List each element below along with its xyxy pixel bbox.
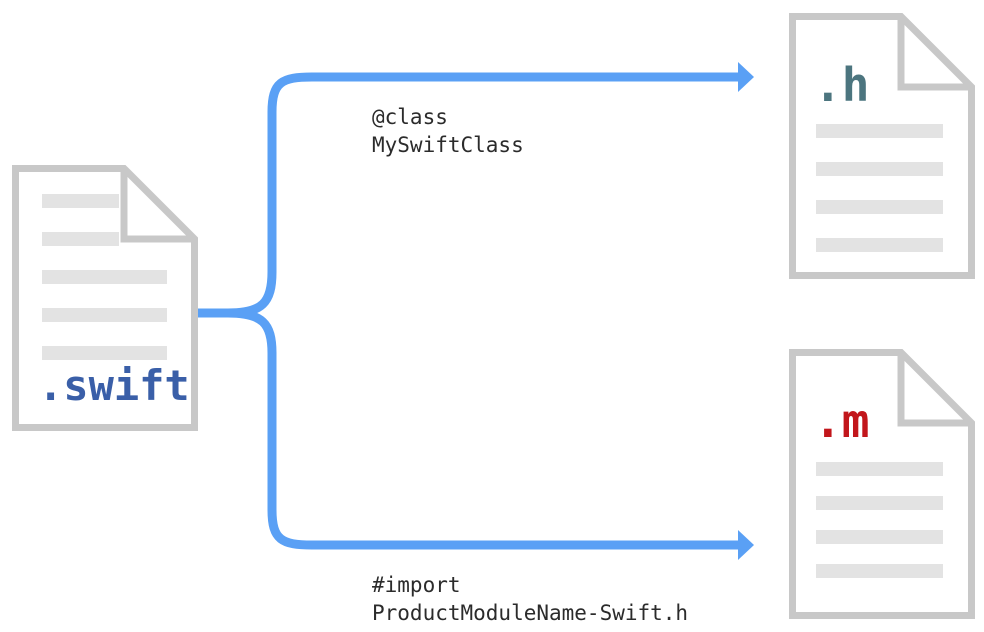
implementation-extension-label: .m xyxy=(814,394,869,448)
implementation-doc-line xyxy=(816,462,943,476)
forward-declaration-branch-path xyxy=(227,72,742,318)
swift-doc-line xyxy=(42,270,167,284)
import-label-line-1: #import xyxy=(372,573,461,597)
header-doc-line xyxy=(816,162,943,176)
header-extension-label: .h xyxy=(814,58,869,112)
swift-doc-line xyxy=(42,308,167,322)
header-doc-line xyxy=(816,200,943,214)
swift-extension-label: .swift xyxy=(38,361,190,410)
implementation-doc-line xyxy=(816,496,943,510)
import-branch-path xyxy=(227,308,742,550)
header-doc-outline xyxy=(789,13,975,279)
flow-connectors xyxy=(197,62,754,560)
import-label: #import ProductModuleName-Swift.h xyxy=(372,573,688,625)
header-doc-line xyxy=(816,238,943,252)
header-doc-fold-icon xyxy=(897,16,972,91)
swift-doc-line xyxy=(42,346,167,360)
implementation-doc-outline xyxy=(789,349,975,619)
swift-doc-line xyxy=(42,232,119,246)
arrowhead-to-header-icon xyxy=(738,62,754,92)
implementation-doc-line xyxy=(816,530,943,544)
forward-declaration-label: @class MySwiftClass xyxy=(372,105,524,157)
forward-declaration-label-line-1: @class xyxy=(372,105,448,129)
arrowhead-to-implementation-icon xyxy=(738,530,754,560)
swift-doc-fold-icon xyxy=(120,168,195,243)
forward-declaration-label-line-2: MySwiftClass xyxy=(372,133,524,157)
swift-doc-line xyxy=(42,194,119,208)
header-doc-line xyxy=(816,124,943,138)
swift-source-file: .swift xyxy=(12,165,198,431)
objc-implementation-file: .m xyxy=(789,349,975,619)
objc-header-file: .h xyxy=(789,13,975,279)
implementation-doc-fold-icon xyxy=(897,352,972,427)
import-label-line-2: ProductModuleName-Swift.h xyxy=(372,601,688,625)
implementation-doc-line xyxy=(816,564,943,578)
